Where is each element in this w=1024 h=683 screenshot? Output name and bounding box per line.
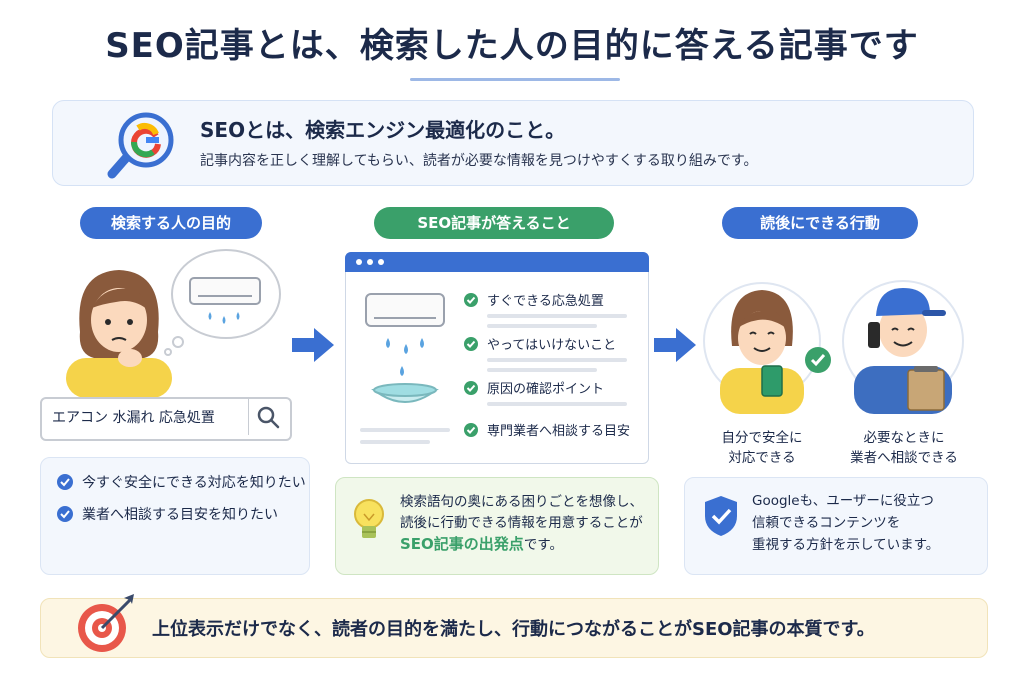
search-icon[interactable] <box>256 405 280 429</box>
google-policy-panel <box>684 477 988 575</box>
check-circle-icon <box>805 347 831 373</box>
answer-item: すぐできる応急処置 <box>463 290 604 309</box>
search-divider <box>248 399 249 435</box>
note-accent: SEO記事の出発点 <box>400 535 524 553</box>
text-placeholder-line <box>487 314 627 318</box>
text-placeholder-line <box>487 358 627 362</box>
goal-text: 業者へ相談する目安を知りたい <box>82 507 278 523</box>
browser-titlebar <box>345 252 649 272</box>
window-dots-icon <box>356 259 384 265</box>
intro-panel <box>52 100 974 186</box>
aircon-thought-bubble <box>164 249 281 356</box>
conclusion-text: 上位表示だけでなく、読者の目的を満たし、行動につながることがSEO記事の本質です… <box>152 619 875 640</box>
label-article-answers: SEO記事が答えること <box>374 207 614 239</box>
note-line: Googleも、ユーザーに役立つ <box>752 493 934 509</box>
check-circle-icon <box>464 422 478 437</box>
page-title: SEO記事とは、検索した人の目的に答える記事です <box>105 26 919 66</box>
check-circle-icon <box>464 336 478 351</box>
starting-point-note: 検索語句の奥にある困りごとを想像し、 読後に行動できる情報を用意することが SE… <box>400 492 643 556</box>
search-field[interactable] <box>40 397 292 441</box>
note-line: 読後に行動できる情報を用意することが <box>400 515 643 531</box>
arrow-right-icon <box>654 328 696 362</box>
goal-item: 業者へ相談する目安を知りたい <box>56 504 278 524</box>
google-policy-note: Googleも、ユーザーに役立つ 信頼できるコンテンツを 重視する方針を示してい… <box>752 490 939 556</box>
intro-subtext: 記事内容を正しく理解してもらい、読者が必要な情報を見つけやすくする取り組みです。 <box>200 153 758 169</box>
shield-check-icon <box>705 496 737 536</box>
article-starting-point-panel <box>335 477 659 575</box>
note-tail: です。 <box>523 537 563 553</box>
search-query: エアコン 水漏れ 応急処置 <box>52 410 215 426</box>
text-placeholder-line <box>487 368 597 372</box>
note-line: 検索語句の奥にある困りごとを想像し、 <box>400 494 643 510</box>
text-placeholder-line <box>487 324 597 328</box>
woman-with-phone-illustration <box>703 282 821 414</box>
intro-heading: SEOとは、検索エンジン最適化のこと。 <box>200 118 566 142</box>
label-searcher-goal: 検索する人の目的 <box>80 207 262 239</box>
title-underline <box>410 78 620 81</box>
goal-text: 今すぐ安全にできる対応を知りたい <box>82 475 306 491</box>
action-caption-self: 自分で安全に 対応できる <box>702 428 822 468</box>
answer-text: 専門業者へ相談する目安 <box>487 424 631 439</box>
aircon-dripping-illustration <box>365 293 445 403</box>
check-circle-icon <box>464 380 478 395</box>
goal-item: 今すぐ安全にできる対応を知りたい <box>56 472 306 492</box>
searcher-goals-panel <box>40 457 310 575</box>
check-circle-icon <box>57 506 73 522</box>
answer-item: 専門業者へ相談する目安 <box>463 420 630 439</box>
note-line: 信頼できるコンテンツを <box>752 515 901 531</box>
check-circle-icon <box>464 292 478 307</box>
worker-on-phone-illustration <box>842 280 964 414</box>
worried-person-illustration <box>66 270 172 398</box>
caption-line: 必要なときに <box>863 430 945 446</box>
caption-line: 自分で安全に <box>721 430 803 446</box>
text-placeholder-line <box>360 428 450 432</box>
answer-text: やってはいけないこと <box>487 338 617 353</box>
label-after-reading: 読後にできる行動 <box>722 207 918 239</box>
conclusion-banner <box>40 598 988 658</box>
magnifier-google-icon <box>107 112 174 179</box>
answer-text: 原因の確認ポイント <box>487 382 605 397</box>
target-arrow-icon <box>78 594 134 652</box>
answer-text: すぐできる応急処置 <box>487 294 604 309</box>
arrow-right-icon <box>292 328 334 362</box>
check-circle-icon <box>57 474 73 490</box>
lightbulb-icon <box>354 499 384 538</box>
answer-item: やってはいけないこと <box>463 334 616 353</box>
caption-line: 業者へ相談できる <box>850 450 958 466</box>
note-line: SEO記事の出発点です。 <box>400 534 643 556</box>
text-placeholder-line <box>487 402 627 406</box>
note-line: 重視する方針を示しています。 <box>752 537 940 553</box>
text-placeholder-line <box>360 440 430 444</box>
caption-line: 対応できる <box>728 450 796 466</box>
action-caption-consult: 必要なときに 業者へ相談できる <box>834 428 974 468</box>
answer-item: 原因の確認ポイント <box>463 378 604 397</box>
